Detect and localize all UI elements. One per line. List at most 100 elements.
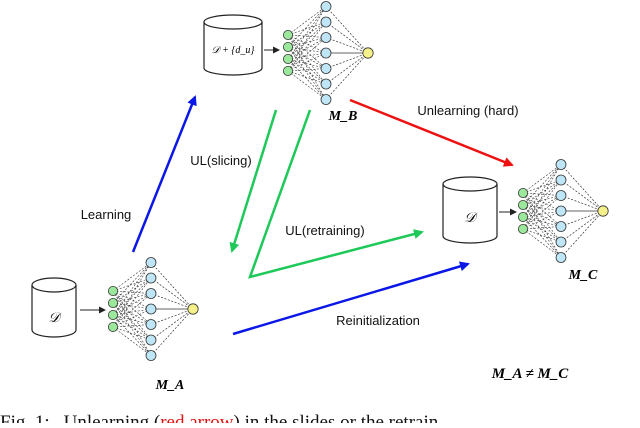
input-node <box>518 199 529 210</box>
network-connection <box>287 46 327 54</box>
network-connection <box>522 228 562 258</box>
inequality-statement: M_A ≠ M_C <box>491 366 570 382</box>
network-connection <box>522 192 562 243</box>
network-connection <box>325 37 369 54</box>
network-connection <box>112 293 152 316</box>
hidden-node <box>320 78 332 90</box>
network-connection <box>112 290 152 341</box>
input-node <box>518 187 529 198</box>
network-connection <box>522 204 562 227</box>
network-connection <box>287 58 327 69</box>
network-connection <box>522 210 562 218</box>
hidden-node <box>145 319 157 330</box>
hidden-node <box>320 1 332 12</box>
network-connection <box>522 192 562 196</box>
network-connection <box>287 34 327 85</box>
network-connection <box>522 179 562 206</box>
network-connection <box>522 164 562 218</box>
network-connection <box>287 37 327 60</box>
dataset-b-label: 𝒟 + {d_u} <box>212 45 255 56</box>
network-connection <box>112 293 152 304</box>
caption-highlight: red arrow <box>160 412 234 423</box>
network-connection <box>112 277 152 316</box>
network-connection <box>287 37 327 72</box>
network-connection <box>287 34 327 100</box>
network-connection <box>112 324 152 328</box>
learning-arrow <box>131 95 197 253</box>
network-connection <box>560 210 604 227</box>
hidden-node <box>145 334 157 346</box>
network-connection <box>112 277 152 328</box>
hidden-node <box>320 16 332 28</box>
network-connection <box>522 195 562 230</box>
network-connection <box>112 314 152 341</box>
network-connection <box>325 6 369 54</box>
hidden-node <box>145 350 157 361</box>
network-connection <box>522 204 562 258</box>
network-connection <box>287 21 327 60</box>
network-connection <box>522 179 562 218</box>
network-connection <box>522 195 562 206</box>
network-connection <box>150 308 194 356</box>
network-connection <box>287 6 327 60</box>
network-connection <box>325 21 369 54</box>
network-connection <box>522 164 562 230</box>
input-node <box>518 223 529 234</box>
network-connection <box>287 52 327 60</box>
network-connection <box>560 195 604 212</box>
network-connection <box>522 179 562 230</box>
output-node <box>362 47 374 59</box>
network-connection <box>287 21 327 72</box>
hidden-node <box>320 47 332 59</box>
dataset-b-cylinder: 𝒟 + {d_u} <box>203 14 263 76</box>
caption-prefix: Fig. 1: <box>0 412 50 423</box>
input-node <box>108 285 119 296</box>
network-connection <box>560 164 604 212</box>
hidden-node <box>145 257 157 268</box>
hidden-node <box>555 174 567 186</box>
hidden-node <box>555 159 567 170</box>
input-node <box>108 297 119 308</box>
network-connection <box>112 326 152 356</box>
network-connection <box>287 46 327 100</box>
network-connection <box>522 204 562 212</box>
hidden-node <box>555 252 567 263</box>
model-c-label: M_C <box>568 268 598 283</box>
network-connection <box>287 70 327 100</box>
network-connection <box>522 226 562 230</box>
network-connection <box>112 302 152 356</box>
hidden-node <box>555 221 567 232</box>
unlearning-hard-arrow <box>349 98 514 167</box>
network-connection <box>522 179 562 194</box>
network-connection <box>522 192 562 258</box>
network-connection <box>287 34 327 38</box>
network-connection <box>287 21 327 36</box>
network-connection <box>150 262 194 310</box>
hidden-node <box>145 303 157 315</box>
output-node <box>597 205 609 217</box>
network-connection <box>112 293 152 328</box>
network-connection <box>325 52 369 69</box>
input-node <box>282 54 293 65</box>
network-connection <box>112 302 152 310</box>
network-connection <box>112 262 152 292</box>
input-node <box>282 29 293 40</box>
network-connection <box>150 277 194 310</box>
network-connection <box>287 21 327 48</box>
caption-text-b: ) in the slides or the retrain <box>234 412 439 423</box>
unlearning-hard-label: Unlearning (hard) <box>417 103 518 118</box>
dataset-a-label: 𝒟 <box>48 311 62 326</box>
network-connection <box>112 302 152 325</box>
network-connection <box>522 164 562 194</box>
network-connection <box>112 262 152 316</box>
hidden-node <box>320 63 332 74</box>
dataset-a-cylinder: 𝒟 <box>31 277 77 338</box>
model-a-label: M_A <box>155 378 185 393</box>
network-connection <box>112 290 152 294</box>
network-connection <box>150 308 194 325</box>
learning-label: Learning <box>81 207 132 222</box>
network-connection <box>287 37 327 48</box>
hidden-node <box>555 236 567 248</box>
output-node <box>187 303 199 315</box>
